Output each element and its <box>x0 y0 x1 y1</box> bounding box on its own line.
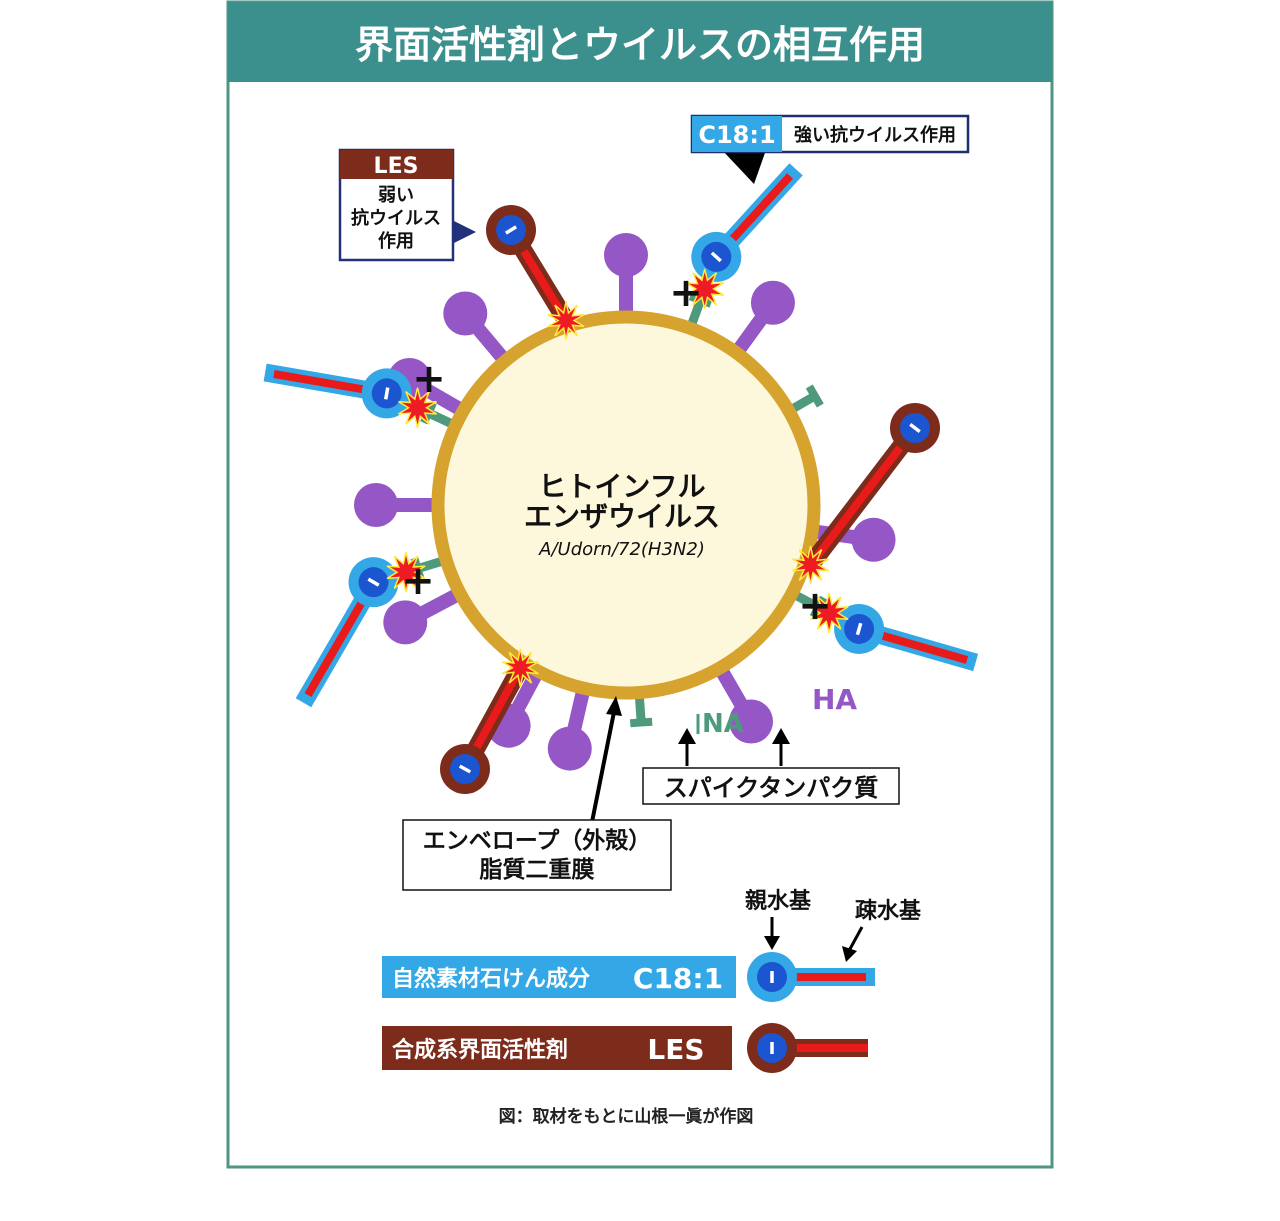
c18-callout-text: 強い抗ウイルス作用 <box>794 124 956 146</box>
les-callout-line2: 抗ウイルス <box>351 207 441 229</box>
virus-name-line2: エンザウイルス <box>524 500 720 533</box>
les-callout-tag: LES <box>374 154 419 179</box>
spike-label: スパイクタンパク質 <box>664 774 879 802</box>
plus-sign: + <box>412 356 446 402</box>
c18-molecule-minus-sign <box>386 388 388 400</box>
credit-line: 図：取材をもとに山根一眞が作図 <box>499 1106 754 1127</box>
ha-spike-head <box>604 233 648 277</box>
ha-label: HA <box>812 683 857 716</box>
legend-les-code: LES <box>647 1033 704 1066</box>
plus-sign: + <box>401 558 435 604</box>
ha-spike-head <box>354 483 398 527</box>
les-callout-line1: 弱い <box>378 185 414 206</box>
ha-spike-head <box>443 291 487 335</box>
virus-strain: A/Udorn/72(H3N2) <box>538 539 705 560</box>
diagram-title: 界面活性剤とウイルスの相互作用 <box>355 23 925 67</box>
legend-hydrophilic-label: 親水基 <box>745 889 812 914</box>
envelope-label-line1: エンベロープ（外殻） <box>423 827 652 854</box>
virus-name-line1: ヒトインフル <box>538 470 705 503</box>
ha-spike-head <box>852 518 896 562</box>
ha-spike-head <box>751 281 795 325</box>
na-label: NA <box>702 709 744 739</box>
legend-c18-code: C18:1 <box>633 962 723 995</box>
legend-les-label: 合成系界面活性剤 <box>392 1037 568 1063</box>
ha-spike-head <box>548 727 592 771</box>
legend-c18-label: 自然素材石けん成分 <box>392 966 590 992</box>
les-callout-line3: 作用 <box>378 230 414 252</box>
envelope-label-line2: 脂質二重膜 <box>480 857 595 883</box>
plus-sign: + <box>798 583 832 629</box>
na-spike-cap <box>630 722 652 724</box>
ha-spike-head <box>383 600 427 644</box>
c18-callout-tag: C18:1 <box>698 121 775 149</box>
plus-sign: + <box>669 270 703 316</box>
legend-hydrophobic-label: 疎水基 <box>855 898 922 924</box>
